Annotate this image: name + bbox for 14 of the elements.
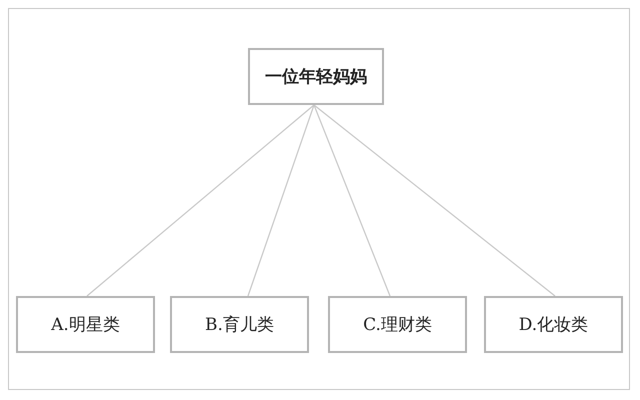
box-label: B.育儿类 [205,314,274,336]
category-box [484,296,623,353]
box-label: D.化妆类 [518,314,588,336]
connector-line [313,104,391,296]
box-label: A.明星类 [51,314,120,336]
category-box [248,48,384,105]
connector-line [247,104,315,296]
box-label: C.理财类 [363,314,432,336]
category-box [170,296,309,353]
connector-line [86,104,314,296]
connector-line [314,104,556,296]
box-label: 一位年轻妈妈 [265,66,367,88]
category-box [328,296,467,353]
category-box [16,296,155,353]
